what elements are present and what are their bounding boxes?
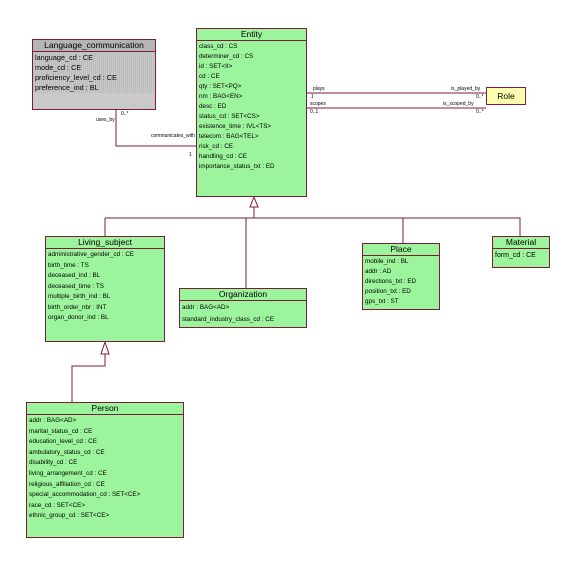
attribute: deceased_time : TS (48, 282, 104, 290)
attribute: administrative_gender_cd : CE (48, 251, 135, 258)
attribute: birth_order_nbr : INT (48, 303, 107, 311)
attribute: addr : BAG<AD> (182, 304, 230, 311)
mult-scopes-role: 0..* (476, 109, 484, 115)
attribute: cd : CE (199, 73, 220, 80)
place-attributes: mobile_ind : BL addr : AD directions_txt… (363, 256, 439, 307)
attribute: gps_txt : ST (365, 298, 399, 305)
attribute: ambulatory_status_cd : CE (29, 448, 105, 456)
entity-generalization-arrow (249, 195, 259, 208)
attribute: mode_cd : CE (35, 63, 82, 72)
living-subject-attributes: administrative_gender_cd : CE birth_time… (46, 249, 164, 324)
role-title: Role (497, 91, 515, 101)
attribute: existence_time : IVL<TS> (199, 123, 272, 130)
person-class[interactable]: Person addr : BAG<AD> marital_status_cd … (26, 402, 184, 538)
organization-class[interactable]: Organization addr : BAG<AD> standard_ind… (179, 288, 307, 328)
material-class[interactable]: Material form_cd : CE (492, 236, 550, 268)
attribute: form_cd : CE (495, 252, 536, 259)
attribute: id : SET<II> (199, 63, 233, 70)
person-title: Person (27, 403, 183, 415)
attribute: nm : BAG<EN> (199, 93, 243, 100)
attribute: organ_donor_ind : BL (48, 314, 109, 321)
communicates-with-label: communicates_with (151, 133, 195, 139)
person-generalization[interactable] (71, 354, 106, 402)
attribute: status_cd : SET<CS> (199, 113, 260, 120)
attribute: marital_status_cd : CE (29, 427, 93, 435)
attribute: addr : AD (365, 268, 392, 275)
language-communication-title: Language_communication (33, 40, 155, 52)
attribute: special_accommodation_cd : SET<CE> (29, 491, 141, 499)
material-title: Material (493, 237, 549, 249)
language-communication-class[interactable]: Language_communication language_cd : CE … (32, 39, 156, 110)
attribute: ethnic_group_cd : SET<CE> (29, 512, 110, 520)
is-played-by-label: is_played_by (451, 86, 481, 92)
attribute: importance_status_txt : ED (199, 163, 275, 170)
attribute: position_txt : ED (365, 288, 411, 295)
scopes-label: scopes (310, 101, 326, 107)
mult-plays-role: 0..* (476, 94, 484, 100)
mult-plays-entity: 1 (311, 94, 314, 100)
language-entity-association[interactable] (115, 110, 196, 147)
mult-scopes-entity: 0..1 (310, 109, 319, 115)
mult-entity-lang: 1 (189, 152, 192, 158)
entity-attributes: class_cd : CS determiner_cd : CS id : SE… (197, 41, 306, 172)
attribute: risk_cd : CE (199, 143, 233, 150)
mult-lang: 0..* (121, 111, 129, 117)
attribute: education_level_cd : CE (29, 438, 97, 446)
living-subject-title: Living_subject (46, 237, 164, 249)
language-communication-attributes: language_cd : CE mode_cd : CE proficienc… (33, 52, 155, 93)
attribute: telecom : BAG<TEL> (199, 133, 259, 140)
person-attributes: addr : BAG<AD> marital_status_cd : CE ed… (27, 415, 183, 522)
entity-title: Entity (197, 29, 306, 41)
attribute: directions_txt : ED (365, 278, 417, 285)
living-subject-generalization-arrow (100, 340, 110, 355)
attribute: proficiency_level_cd : CE (35, 73, 117, 82)
plays-label: plays (313, 86, 325, 92)
attribute: living_arrangement_cd : CE (29, 469, 107, 477)
attribute: standard_industry_class_cd : CE (182, 316, 275, 323)
attribute: language_cd : CE (35, 53, 94, 62)
material-generalization[interactable] (254, 217, 521, 236)
attribute: birth_time : TS (48, 261, 89, 269)
material-attributes: form_cd : CE (493, 249, 549, 262)
attribute: desc : ED (199, 103, 227, 110)
attribute: mobile_ind : BL (365, 258, 409, 265)
organization-attributes: addr : BAG<AD> standard_industry_class_c… (180, 301, 306, 326)
attribute: deceased_ind : BL (48, 272, 101, 279)
attribute: determiner_cd : CS (199, 53, 254, 60)
uses-label: uses_by (96, 117, 115, 123)
attribute: disability_cd : CE (29, 459, 78, 467)
living-subject-class[interactable]: Living_subject administrative_gender_cd … (45, 236, 165, 342)
role-class[interactable]: Role (486, 87, 526, 105)
attribute: handling_cd : CE (199, 153, 247, 160)
attribute: multiple_birth_ind : BL (48, 293, 111, 300)
attribute: class_cd : CS (199, 43, 238, 50)
place-title: Place (363, 244, 439, 256)
entity-class[interactable]: Entity class_cd : CS determiner_cd : CS … (196, 28, 307, 197)
attribute: qty : SET<PQ> (199, 83, 242, 90)
attribute: preference_ind : BL (35, 83, 99, 92)
attribute: race_cd : SET<CE> (29, 501, 85, 509)
is-scoped-by-label: is_scoped_by (443, 101, 474, 107)
attribute: religious_affiliation_cd : CE (29, 480, 105, 488)
organization-title: Organization (180, 289, 306, 301)
attribute: addr : BAG<AD> (29, 417, 77, 424)
place-class[interactable]: Place mobile_ind : BL addr : AD directio… (362, 243, 440, 310)
